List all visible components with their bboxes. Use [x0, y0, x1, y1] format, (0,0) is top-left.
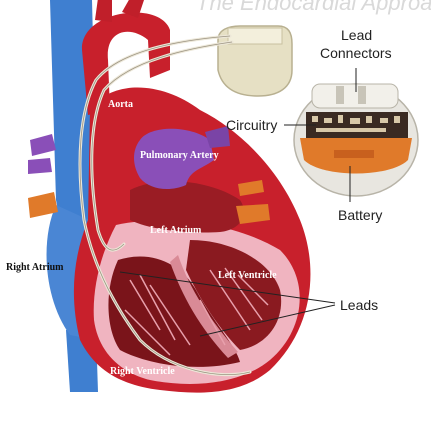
- label-left-ventricle: Left Ventricle: [218, 270, 277, 281]
- pulmonary-vein-left-2: [28, 158, 52, 174]
- aorta-branch: [122, 0, 144, 18]
- pulmonary-artery: [134, 128, 214, 190]
- pacing-leads-outline: [79, 35, 251, 375]
- pulmonary-vein-orange-right-2: [238, 180, 264, 196]
- pacemaker-cutaway: [284, 68, 419, 202]
- label-right-atrium: Right Atrium: [6, 262, 64, 273]
- leads-callout-lines: [119, 271, 336, 337]
- label-aorta: Aorta: [108, 99, 133, 110]
- pulmonary-branch: [205, 126, 230, 148]
- label-right-ventricle: Right Ventricle: [110, 366, 175, 377]
- label-circuitry: Circuitry: [226, 117, 278, 133]
- label-left-atrium: Left Atrium: [150, 225, 202, 236]
- trabeculae: [124, 267, 269, 356]
- pulmonary-vein-orange: [28, 192, 58, 218]
- septum: [170, 255, 238, 358]
- label-pulmonary-artery: Pulmonary Artery: [140, 150, 219, 161]
- pacemaker-header: [227, 27, 283, 45]
- partial-title: The Endocardial Approach (Base: [196, 0, 431, 15]
- pulmonary-vein-orange-right: [236, 204, 270, 224]
- aorta-branch: [95, 0, 112, 22]
- left-atrium-region: [130, 181, 244, 233]
- label-connectors: Connectors: [320, 45, 392, 61]
- label-leads: Leads: [340, 297, 379, 313]
- label-lead: Lead: [341, 27, 373, 43]
- label-battery: Battery: [338, 207, 383, 223]
- pulmonary-vein-left: [30, 134, 56, 156]
